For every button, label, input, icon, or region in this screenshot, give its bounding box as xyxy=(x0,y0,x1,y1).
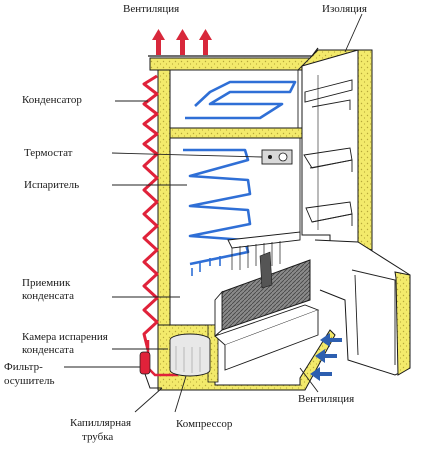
vent-arrow-up-icon xyxy=(152,29,165,55)
label-compressor: Компрессор xyxy=(176,418,233,430)
crisper-drawer xyxy=(214,231,320,371)
door xyxy=(301,49,411,376)
labels: Вентиляция Изоляция Конденсатор Термоста… xyxy=(4,3,367,443)
label-evap-chamber-line1: Камера испарения xyxy=(22,331,108,343)
vent-arrow-up-icon xyxy=(176,29,189,55)
label-ventilation-bottom: Вентиляция xyxy=(298,393,354,405)
leader-lines xyxy=(64,13,363,413)
label-receiver-line2: конденсата xyxy=(22,290,74,302)
freezer-evaporator-coil xyxy=(185,80,297,120)
vent-arrow-left-icon xyxy=(315,349,337,363)
vent-arrow-up-icon xyxy=(199,29,212,55)
label-evap-chamber-line2: конденсата xyxy=(22,344,74,356)
label-filter-line2: осушитель xyxy=(4,375,55,387)
compressor-device xyxy=(169,333,211,377)
label-ventilation-top: Вентиляция xyxy=(123,3,179,15)
filter-drier-device xyxy=(139,351,162,389)
label-capillary-line2: трубка xyxy=(82,431,113,443)
label-capillary-line1: Капиллярная xyxy=(70,417,131,429)
label-filter-line1: Фильтр- xyxy=(4,361,43,373)
ventilation-bottom-arrows xyxy=(310,333,342,381)
label-condenser: Конденсатор xyxy=(22,94,82,106)
label-evaporator: Испаритель xyxy=(24,179,79,191)
vent-arrow-left-icon xyxy=(320,333,342,347)
vent-arrow-left-icon xyxy=(310,367,332,381)
label-receiver-line1: Приемник xyxy=(22,277,71,289)
label-insulation: Изоляция xyxy=(322,3,367,15)
ventilation-top-arrows xyxy=(152,29,212,55)
label-thermostat: Термостат xyxy=(24,147,73,159)
thermostat-device xyxy=(261,149,293,165)
